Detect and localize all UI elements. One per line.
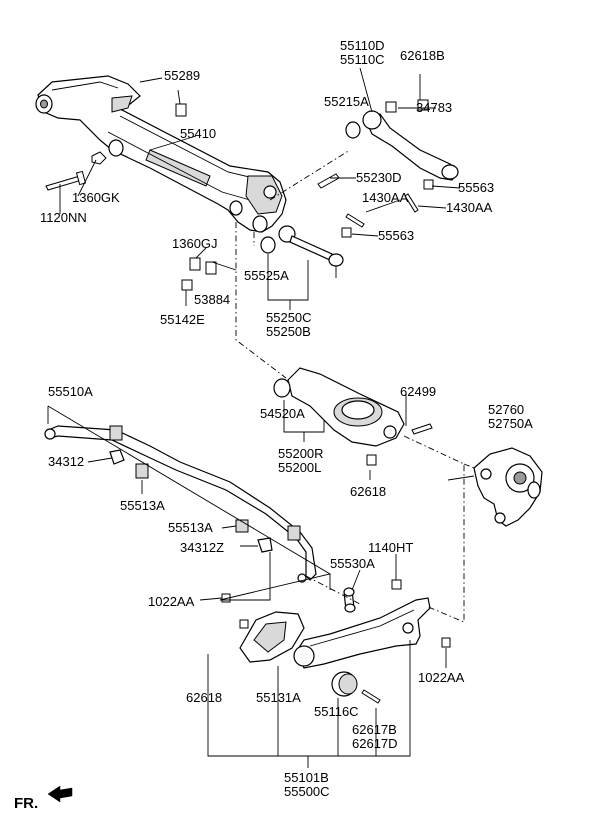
label-55200l: 55200L bbox=[278, 460, 321, 475]
label-55530a: 55530A bbox=[330, 556, 375, 571]
label-55513a-a: 55513A bbox=[120, 498, 165, 513]
trailing-arm-bushing bbox=[331, 671, 381, 704]
label-1120nn: 1120NN bbox=[40, 210, 87, 225]
label-55230d: 55230D bbox=[356, 170, 402, 185]
stabilizer-bar bbox=[44, 425, 317, 583]
fr-label: FR. bbox=[14, 795, 38, 812]
label-62617d: 62617D bbox=[352, 736, 398, 751]
front-arrow-icon bbox=[47, 785, 73, 803]
bolt-55230d bbox=[317, 173, 340, 189]
label-55250c: 55250C bbox=[266, 310, 312, 325]
label-1430aa-a: 1430AA bbox=[362, 190, 409, 205]
label-1140ht: 1140HT bbox=[368, 540, 413, 555]
label-55563-a: 55563 bbox=[458, 180, 494, 195]
label-1360gk: 1360GK bbox=[72, 190, 120, 205]
trailing-arm bbox=[293, 579, 431, 669]
trailing-link-55250c bbox=[260, 225, 344, 278]
front-direction-indicator: FR. bbox=[14, 785, 73, 812]
bolt-55289 bbox=[139, 77, 187, 117]
nut-1360gk bbox=[91, 151, 107, 165]
label-55525a: 55525A bbox=[244, 268, 289, 283]
rear-crossmember bbox=[35, 75, 287, 233]
rear-knuckle bbox=[473, 447, 543, 527]
label-55250b: 55250B bbox=[266, 324, 311, 339]
trailing-arm-bracket bbox=[239, 611, 305, 663]
label-55410: 55410 bbox=[180, 126, 216, 141]
label-55200r: 55200R bbox=[278, 446, 324, 461]
label-53884: 53884 bbox=[194, 292, 230, 307]
part-labels: 55110D 55110C 62618B 55289 55215A 34783 … bbox=[40, 38, 533, 799]
label-55116c: 55116C bbox=[314, 704, 359, 719]
stabilizer-link bbox=[343, 587, 356, 613]
bushing-1360gj bbox=[181, 257, 217, 291]
lower-spring-arm bbox=[273, 367, 433, 466]
label-55215a: 55215A bbox=[324, 94, 369, 109]
label-34783: 34783 bbox=[416, 100, 452, 115]
label-1022aa-b: 1022AA bbox=[418, 670, 465, 685]
label-1430aa-b: 1430AA bbox=[446, 200, 493, 215]
label-62618b: 62618B bbox=[400, 48, 445, 63]
bolt-1120nn bbox=[45, 170, 87, 191]
label-62617b: 62617B bbox=[352, 722, 397, 737]
label-62499: 62499 bbox=[400, 384, 436, 399]
label-62618: 62618 bbox=[350, 484, 386, 499]
label-1022aa-a: 1022AA bbox=[148, 594, 195, 609]
label-52750a: 52750A bbox=[488, 416, 533, 431]
label-55110d: 55110D bbox=[340, 38, 385, 53]
label-62618-c: 62618 bbox=[186, 690, 222, 705]
label-54520a: 54520A bbox=[260, 406, 305, 421]
leader-lines bbox=[47, 67, 475, 768]
label-52760: 52760 bbox=[488, 402, 524, 417]
label-55513a-b: 55513A bbox=[168, 520, 213, 535]
label-55110c: 55110C bbox=[340, 52, 385, 67]
label-55142e: 55142E bbox=[160, 312, 205, 327]
label-55131a: 55131A bbox=[256, 690, 301, 705]
label-55500c: 55500C bbox=[284, 784, 330, 799]
label-55289: 55289 bbox=[164, 68, 200, 83]
label-34312z: 34312Z bbox=[180, 540, 224, 555]
bolt-1430aa bbox=[341, 179, 434, 238]
label-34312: 34312 bbox=[48, 454, 84, 469]
label-55101b: 55101B bbox=[284, 770, 329, 785]
label-55510a: 55510A bbox=[48, 384, 93, 399]
label-55563-b: 55563 bbox=[378, 228, 414, 243]
label-1360gj: 1360GJ bbox=[172, 236, 218, 251]
